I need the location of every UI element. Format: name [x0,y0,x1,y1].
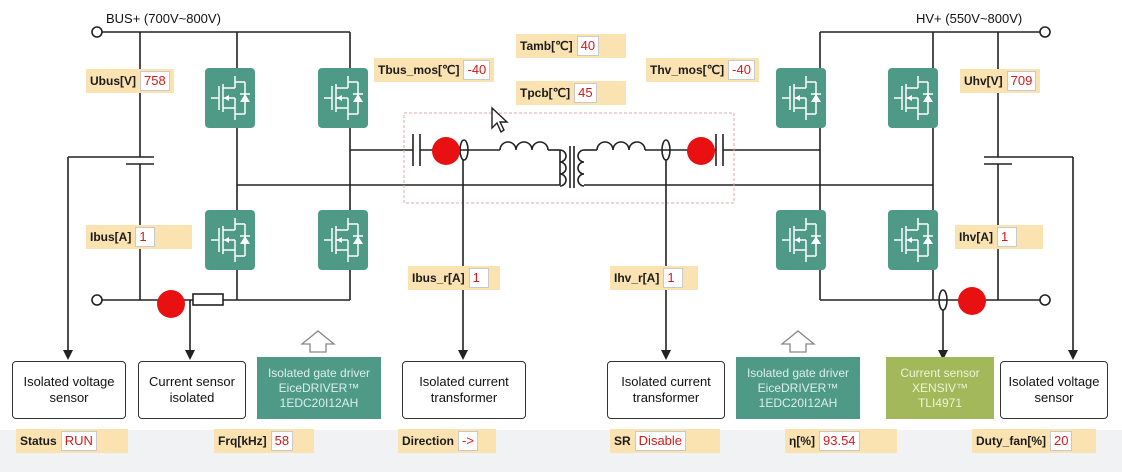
isolated-voltage-sensor-left: Isolated voltage sensor [12,361,126,419]
mosfet-icon [894,218,933,262]
mosfet-icon [782,218,821,262]
frq-label: Frq[kHz] [218,434,267,448]
status-field: Status RUN [16,429,128,453]
thv-mos-field: Thv_mos[℃] -40 [646,58,759,82]
current-sensor-xensiv-right: Current sensor XENSIV™ TLI4971 [886,357,994,419]
ihv-r-value[interactable]: 1 [663,268,684,288]
gate-driver-left-line1: Isolated gate driver [267,365,371,380]
tpcb-label: Tpcb[℃] [520,86,571,100]
current-sensor-left-label: Current sensor isolated [149,374,235,405]
sr-field: SR Disable [610,429,720,453]
voltage-sensor-right-label: Isolated voltage sensor [1008,374,1100,405]
ihv-value[interactable]: 1 [997,227,1017,247]
gate-driver-right: Isolated gate driver EiceDRIVER™ 1EDC20I… [736,357,860,419]
ihv-r-field: Ihv_r[A] 1 [610,266,698,290]
tpcb-value[interactable]: 45 [574,83,597,103]
mosfet-bus-high-left [205,68,255,128]
mosfet-icon [324,76,363,120]
ibus-r-field: Ibus_r[A] 1 [408,266,500,290]
direction-field: Direction -> [398,429,496,453]
mosfet-icon [211,76,250,120]
uhv-label: Uhv[V] [964,74,1003,88]
frq-field: Frq[kHz] 58 [214,429,314,453]
mosfet-hv-low-left [776,210,826,270]
mosfet-bus-low-right [318,210,368,270]
ubus-value[interactable]: 758 [140,71,170,91]
current-sensor-right-line3: TLI4971 [917,395,963,410]
tamb-value[interactable]: 40 [576,36,600,56]
ibus-label: Ibus[A] [90,230,132,244]
current-sensor-right-line1: Current sensor [900,365,980,380]
marker-dot-left-tank [432,137,460,165]
gate-driver-right-line3: 1EDC20I12AH [758,395,838,410]
uhv-field: Uhv[V] 709 [960,69,1041,93]
tbus-mos-value[interactable]: -40 [463,60,491,80]
tbus-mos-label: Tbus_mos[℃] [378,63,460,77]
current-sensor-isolated-left: Current sensor isolated [138,361,246,419]
duty-fan-field: Duty_fan[%] 20 [972,429,1096,453]
mosfet-icon [894,76,933,120]
isolated-current-transformer-left: Isolated current transformer [402,361,526,419]
marker-dot-bus-shunt [157,290,185,318]
hv-plus-label: HV+ (550V~800V) [916,11,1023,26]
thv-mos-label: Thv_mos[℃] [650,63,725,77]
gate-driver-left: Isolated gate driver EiceDRIVER™ 1EDC20I… [257,357,381,419]
sr-value[interactable]: Disable [634,431,687,451]
ihv-label: Ihv[A] [959,230,993,244]
eta-label: η[%] [789,434,815,448]
voltage-sensor-left-label: Isolated voltage sensor [23,374,115,405]
mouse-cursor-icon [491,106,509,134]
ibus-r-value[interactable]: 1 [468,268,489,288]
current-transformer-left-label: Isolated current transformer [419,374,509,405]
mosfet-icon [211,218,250,262]
status-value[interactable]: RUN [60,431,97,451]
tpcb-field: Tpcb[℃] 45 [516,81,626,105]
isolated-voltage-sensor-right: Isolated voltage sensor [1000,361,1108,419]
direction-label: Direction [402,434,455,448]
ihv-r-label: Ihv_r[A] [614,271,660,285]
ubus-label: Ubus[V] [90,74,136,88]
ibus-r-label: Ibus_r[A] [412,271,465,285]
current-sensor-right-line2: XENSIV™ [911,380,968,395]
ihv-field: Ihv[A] 1 [955,225,1043,249]
tbus-mos-field: Tbus_mos[℃] -40 [374,58,495,82]
ubus-field: Ubus[V] 758 [86,69,174,93]
duty-fan-label: Duty_fan[%] [976,434,1047,448]
ibus-field: Ibus[A] 1 [86,225,192,249]
frq-value[interactable]: 58 [270,431,294,451]
mosfet-hv-low-right [888,210,938,270]
marker-dot-right-tank [687,137,715,165]
isolated-current-transformer-right: Isolated current transformer [607,361,725,419]
gate-driver-right-line2: EiceDRIVER™ [757,380,839,395]
mosfet-bus-high-right [318,68,368,128]
mosfet-icon [324,218,363,262]
current-transformer-right-label: Isolated current transformer [621,374,711,405]
eta-value[interactable]: 93.54 [819,431,860,451]
uhv-value[interactable]: 709 [1006,71,1037,91]
ibus-value[interactable]: 1 [135,227,156,247]
mosfet-hv-high-right [888,68,938,128]
gate-driver-left-line2: EiceDRIVER™ [278,380,360,395]
mosfet-bus-low-left [205,210,255,270]
tamb-label: Tamb[℃] [520,39,573,53]
marker-dot-hv-sensor [958,287,986,315]
thv-mos-value[interactable]: -40 [728,60,755,80]
tamb-field: Tamb[℃] 40 [516,34,626,58]
direction-value[interactable]: -> [458,431,479,451]
duty-fan-value[interactable]: 20 [1050,431,1073,451]
gate-driver-right-line1: Isolated gate driver [746,365,850,380]
bus-plus-label: BUS+ (700V~800V) [106,11,221,26]
mosfet-hv-high-left [776,68,826,128]
eta-field: η[%] 93.54 [785,429,897,453]
gate-driver-left-line3: 1EDC20I12AH [279,395,359,410]
status-label: Status [20,434,57,448]
sr-label: SR [614,434,631,448]
mosfet-icon [782,76,821,120]
